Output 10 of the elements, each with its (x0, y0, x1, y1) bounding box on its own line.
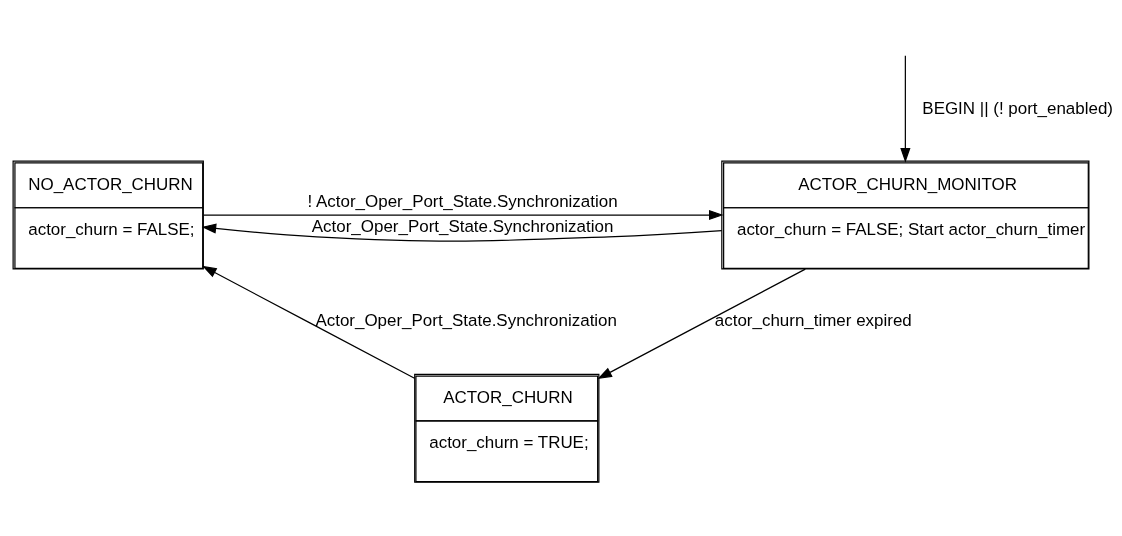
arrow (202, 209, 724, 220)
edge-label: BEGIN || (! port_enabled) (922, 98, 1114, 118)
arrow (202, 265, 416, 379)
arrow (201, 222, 723, 242)
edge-label: Actor_Oper_Port_State.Synchronization (311, 216, 614, 236)
edge-label: Actor_Oper_Port_State.Synchronization (315, 310, 617, 330)
arrow (597, 268, 806, 379)
edge-label: ! Actor_Oper_Port_State.Synchronization (307, 191, 618, 211)
arrow (900, 54, 911, 163)
edge-label: actor_churn_timer expired (714, 310, 912, 330)
